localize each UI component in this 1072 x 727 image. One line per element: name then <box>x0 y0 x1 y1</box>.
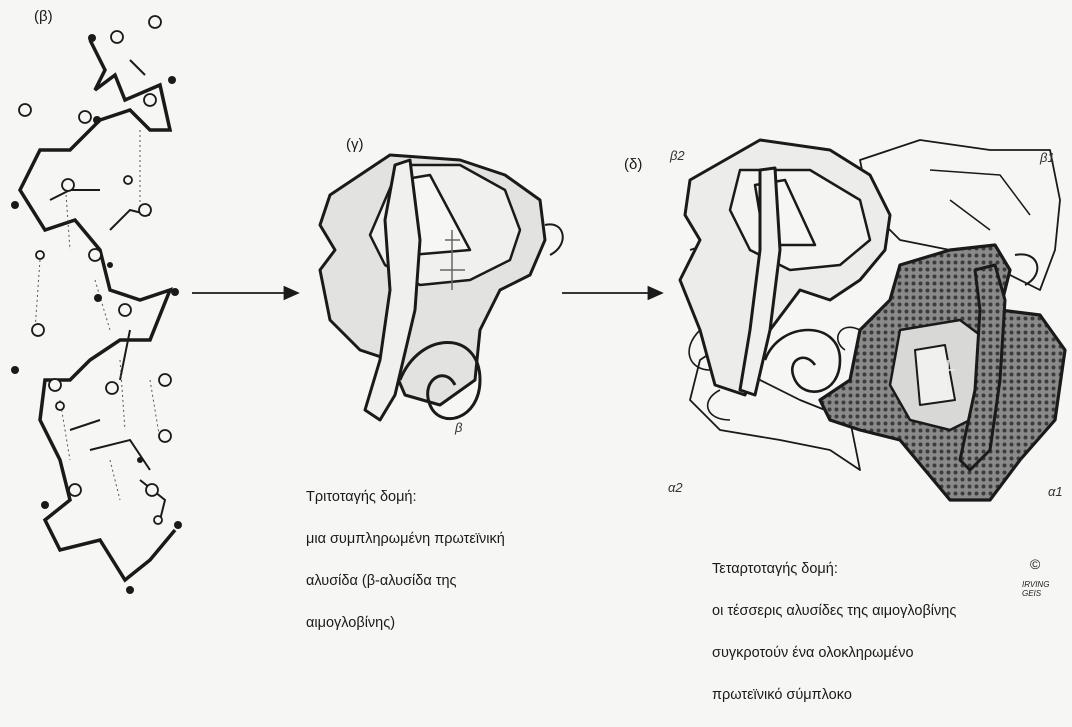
chain-label-alpha1: α1 <box>1048 484 1063 499</box>
caption-quaternary-line-1: Τεταρτοταγής δομή: <box>712 559 956 580</box>
chain-label-alpha2: α2 <box>668 480 683 495</box>
caption-tertiary-line-3: αλυσίδα (β-αλυσίδα της <box>306 571 505 592</box>
tertiary-chain-drawing <box>320 155 563 420</box>
caption-quaternary: Τεταρτοταγής δομή: οι τέσσερις αλυσίδες … <box>712 538 956 727</box>
caption-quaternary-line-3: συγκροτούν ένα ολοκληρωμένο <box>712 643 956 664</box>
chain-label-beta2: β2 <box>670 148 685 163</box>
artist-signature: IRVING GEIS <box>1022 580 1062 598</box>
figure: (β) (γ) (δ) β β2 β1 α2 α1 Τριτοταγής δομ… <box>0 0 1072 621</box>
atoms-filled <box>11 34 182 594</box>
caption-tertiary: Τριτοταγής δομή: μια συμπληρωμένη πρωτεϊ… <box>306 466 505 655</box>
caption-tertiary-line-1: Τριτοταγής δομή: <box>306 487 505 508</box>
panel-label-tertiary: (γ) <box>346 136 364 153</box>
caption-tertiary-line-4: αιμογλοβίνης) <box>306 613 505 634</box>
figure-artwork <box>0 0 1072 621</box>
caption-tertiary-line-2: μια συμπληρωμένη πρωτεϊνική <box>306 529 505 550</box>
panel-label-quaternary: (δ) <box>624 156 642 173</box>
chain-label-beta1: β1 <box>1040 150 1055 165</box>
caption-quaternary-line-4: πρωτεϊνικό σύμπλοκο <box>712 685 956 706</box>
quaternary-complex-drawing <box>680 140 1065 500</box>
copyright-mark: © <box>1030 556 1040 572</box>
tertiary-tail <box>545 224 563 255</box>
panel-label-secondary: (β) <box>34 8 53 25</box>
beta-sheet-structure <box>11 16 182 594</box>
chain-label-beta: β <box>455 420 462 435</box>
caption-quaternary-line-2: οι τέσσερις αλυσίδες της αιμογλοβίνης <box>712 601 956 622</box>
